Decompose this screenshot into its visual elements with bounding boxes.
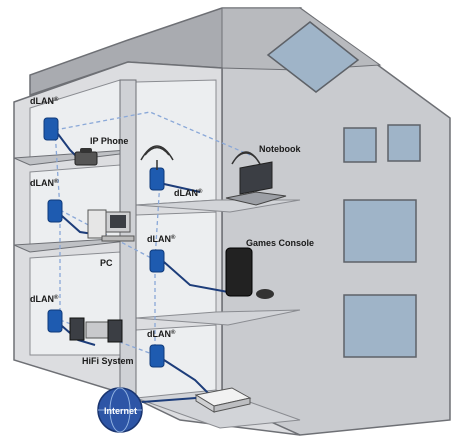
dlan-label-2: dLAN® (174, 188, 203, 198)
dlan-label-1: dLAN® (30, 96, 59, 106)
dlan-adapter-1 (43, 117, 59, 141)
notebook-label: Notebook (259, 144, 301, 154)
dlan-adapter-3 (47, 309, 63, 333)
internet-label: Internet (104, 406, 137, 416)
hifi-system (69, 317, 123, 343)
window-top-left (343, 127, 377, 163)
room-right-middle-floor (135, 309, 301, 326)
pc (87, 209, 135, 242)
dlan-label-5: dLAN® (30, 294, 59, 304)
window-top-right (387, 124, 421, 162)
dlan-adapter-4 (149, 167, 165, 191)
pc-label: PC (100, 258, 113, 268)
ip-phone-label: IP Phone (90, 136, 128, 146)
dlan-adapter-6 (149, 344, 165, 368)
notebook-wifi-icon (231, 151, 261, 165)
dlan-adapters (43, 117, 165, 368)
dlan-label-3: dLAN® (30, 178, 59, 188)
skylight-window (266, 21, 360, 93)
window-middle (343, 199, 417, 263)
ip-phone (74, 148, 98, 166)
window-bottom (343, 294, 417, 358)
router-icon (194, 387, 252, 413)
wifi-icon (140, 145, 174, 170)
room-right-middle (135, 211, 217, 319)
games-console-label: Games Console (246, 238, 314, 248)
notebook (225, 161, 287, 206)
games-console (225, 247, 274, 299)
dlan-label-4: dLAN® (147, 234, 176, 244)
dlan-adapter-5 (149, 249, 165, 273)
globe-icon (97, 387, 197, 433)
dlan-adapter-2 (47, 199, 63, 223)
hifi-system-label: HiFi System (82, 356, 134, 366)
dlan-label-6: dLAN® (147, 329, 176, 339)
